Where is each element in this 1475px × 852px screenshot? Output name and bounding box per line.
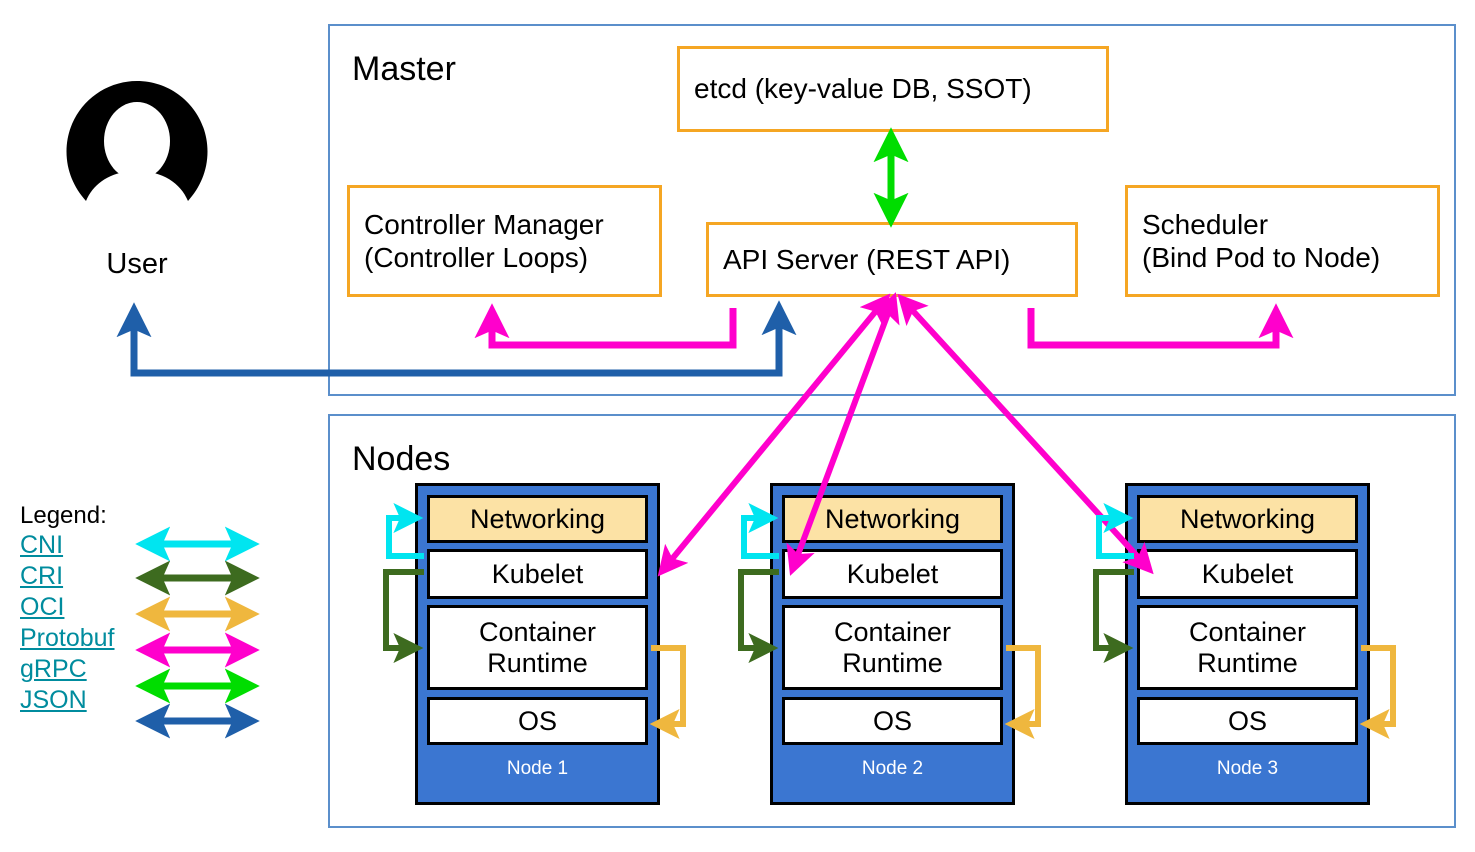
legend-row-oci[interactable]: OCI <box>20 592 115 623</box>
node-1-card[interactable]: Networking Kubelet Container Runtime OS … <box>415 483 660 805</box>
legend-label-protobuf[interactable]: Protobuf <box>20 624 115 653</box>
legend: Legend: CNI CRI OCI Protobuf gRPC JSON <box>20 503 115 716</box>
nodes-group-title: Nodes <box>352 440 451 478</box>
etcd-label: etcd (key-value DB, SSOT) <box>694 73 1032 105</box>
node-3-card[interactable]: Networking Kubelet Container Runtime OS … <box>1125 483 1370 805</box>
controller-manager-label: Controller Manager (Controller Loops) <box>364 208 604 273</box>
legend-row-cni[interactable]: CNI <box>20 530 115 561</box>
node-1-container-runtime[interactable]: Container Runtime <box>427 605 648 690</box>
node-2-caption: Node 2 <box>861 758 924 779</box>
legend-label-grpc[interactable]: gRPC <box>20 655 87 684</box>
legend-label-cni[interactable]: CNI <box>20 531 64 560</box>
scheduler-box[interactable]: Scheduler (Bind Pod to Node) <box>1125 185 1440 297</box>
node-3-caption: Node 3 <box>1216 758 1279 779</box>
master-group-title: Master <box>352 50 456 88</box>
legend-row-cri[interactable]: CRI <box>20 561 115 592</box>
legend-label-json[interactable]: JSON <box>20 686 87 715</box>
etcd-box[interactable]: etcd (key-value DB, SSOT) <box>677 46 1109 132</box>
controller-manager-box[interactable]: Controller Manager (Controller Loops) <box>347 185 662 297</box>
node-3-os[interactable]: OS <box>1137 697 1358 745</box>
node-2-card[interactable]: Networking Kubelet Container Runtime OS … <box>770 483 1015 805</box>
user-avatar-icon <box>62 78 212 233</box>
legend-label-oci[interactable]: OCI <box>20 593 65 622</box>
api-server-box[interactable]: API Server (REST API) <box>706 222 1078 297</box>
legend-row-json[interactable]: JSON <box>20 685 115 716</box>
node-2-kubelet[interactable]: Kubelet <box>782 549 1003 599</box>
user-label: User <box>106 248 168 280</box>
node-1-kubelet[interactable]: Kubelet <box>427 549 648 599</box>
scheduler-label: Scheduler (Bind Pod to Node) <box>1142 208 1381 273</box>
legend-row-protobuf[interactable]: Protobuf <box>20 623 115 654</box>
node-3-container-runtime[interactable]: Container Runtime <box>1137 605 1358 690</box>
node-3-networking[interactable]: Networking <box>1137 495 1358 543</box>
node-1-caption: Node 1 <box>506 758 569 779</box>
legend-row-grpc[interactable]: gRPC <box>20 654 115 685</box>
node-3-kubelet[interactable]: Kubelet <box>1137 549 1358 599</box>
node-2-networking[interactable]: Networking <box>782 495 1003 543</box>
api-server-label: API Server (REST API) <box>723 243 1011 275</box>
legend-label-cri[interactable]: CRI <box>20 562 64 591</box>
node-1-os[interactable]: OS <box>427 697 648 745</box>
node-2-os[interactable]: OS <box>782 697 1003 745</box>
node-1-networking[interactable]: Networking <box>427 495 648 543</box>
legend-title: Legend: <box>20 502 107 529</box>
node-2-container-runtime[interactable]: Container Runtime <box>782 605 1003 690</box>
